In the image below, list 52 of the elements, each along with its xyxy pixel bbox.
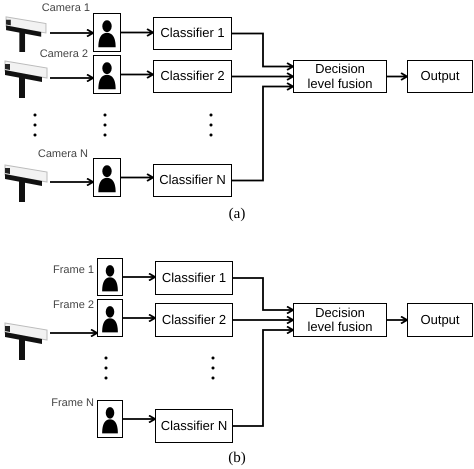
camera-label: Camera 1: [40, 1, 90, 16]
process-box: [155, 303, 233, 337]
process-box: [407, 60, 473, 93]
arrow: [121, 173, 154, 182]
arrow: [50, 74, 94, 82]
box-label: Classifier 2: [160, 69, 225, 84]
box-label: Output: [420, 312, 460, 328]
picture: [93, 13, 121, 52]
arrow: [121, 28, 154, 37]
arrow: [233, 326, 294, 427]
arrow: [121, 70, 154, 79]
arrow: [232, 72, 294, 81]
process-box: [293, 60, 387, 93]
camera-label: Camera N: [36, 147, 88, 162]
process-box: [293, 303, 387, 337]
arrow: [50, 178, 94, 186]
subfigure-label: (a): [228, 205, 246, 224]
frame-label: Frame 2: [52, 298, 94, 313]
frame-label: Frame 1: [52, 263, 94, 278]
arrow: [233, 316, 294, 324]
box-label: Classifier N: [159, 173, 226, 188]
arrow: [387, 72, 408, 81]
arrow: [232, 82, 294, 182]
arrow: [233, 277, 294, 314]
box-label: Classifier 2: [162, 312, 226, 328]
frame-label: Frame N: [50, 396, 94, 411]
box-label: Decision level fusion: [306, 62, 374, 91]
arrow: [123, 414, 156, 424]
arrow: [123, 314, 156, 322]
process-box: [153, 164, 232, 197]
process-box: [155, 261, 233, 295]
process-box: [153, 60, 232, 93]
arrow: [50, 328, 98, 338]
arrow: [232, 32, 294, 71]
arrow: [123, 272, 156, 282]
camera-label: Camera 2: [38, 47, 88, 62]
subfigure-label: (b): [227, 449, 247, 468]
process-box: [155, 409, 233, 443]
arrow: [50, 28, 94, 38]
box-label: Classifier N: [160, 418, 228, 434]
box-label: Decision level fusion: [306, 306, 374, 334]
process-box: [407, 303, 473, 337]
picture: [97, 258, 123, 296]
process-box: [153, 17, 232, 50]
picture: [97, 400, 123, 438]
picture: [93, 55, 121, 94]
box-label: Output: [420, 69, 460, 84]
box-label: Classifier 1: [160, 26, 225, 41]
arrow: [387, 316, 408, 324]
picture: [93, 158, 121, 197]
box-label: Classifier 1: [162, 270, 226, 286]
picture: [97, 299, 123, 337]
